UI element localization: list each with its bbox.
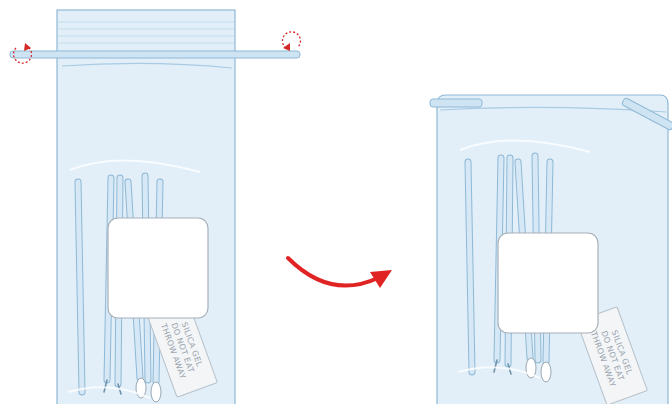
rotate-arrow [14,32,301,63]
arrow-head [283,43,290,51]
folded-strip [430,97,672,130]
bag-contents [458,140,590,382]
seal-lines [58,22,234,43]
silica-gel-packet: SILICA GELDO NOT EATTHROW AWAY [576,306,648,404]
arrow-head [24,43,31,51]
arrow-head [370,270,392,288]
blank-label [108,218,208,318]
closure-strip [10,51,300,58]
blank-label [498,233,598,333]
bag-contents [68,160,200,402]
zip-bag [57,10,235,404]
silica-gel-packet: SILICA GELDO NOT EATTHROW AWAY [146,298,218,398]
step-arrow [288,258,378,286]
inner-edge [62,63,232,68]
